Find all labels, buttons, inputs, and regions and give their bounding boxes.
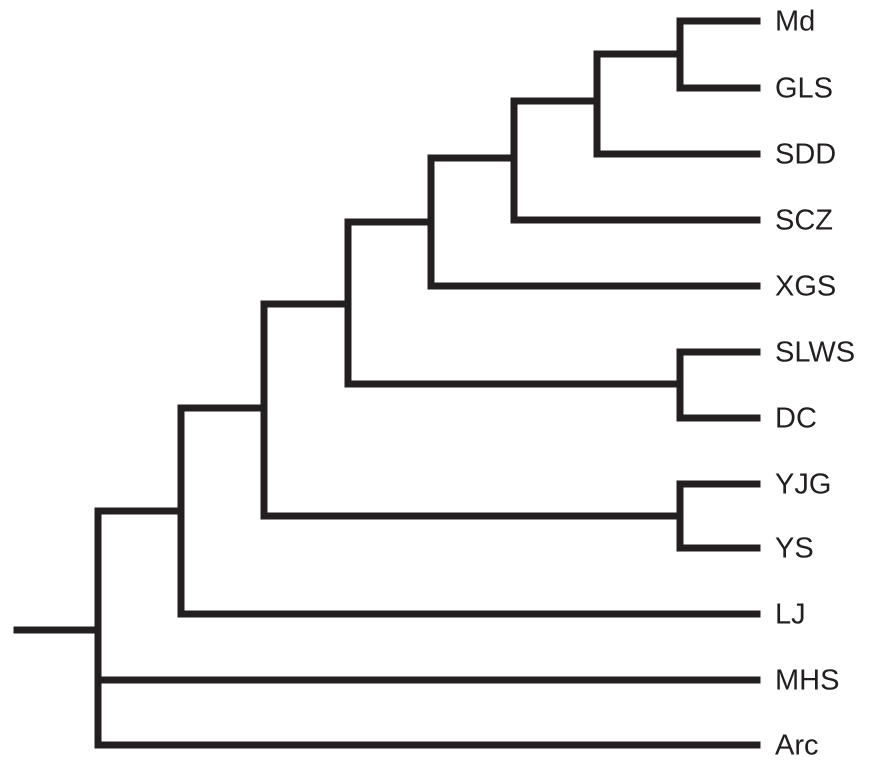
taxon-label-gls: GLS bbox=[775, 73, 833, 105]
taxon-label-slws: SLWS bbox=[775, 337, 855, 369]
taxon-label-ys: YS bbox=[775, 533, 814, 565]
taxon-label-scz: SCZ bbox=[775, 205, 833, 237]
taxon-label-yjg: YJG bbox=[775, 469, 831, 501]
taxon-label-xgs: XGS bbox=[775, 271, 836, 303]
taxon-label-dc: DC bbox=[775, 403, 817, 435]
taxon-label-sdd: SDD bbox=[775, 139, 836, 171]
taxon-labels: Md GLS SDD SCZ XGS SLWS DC YJG YS LJ MHS… bbox=[775, 6, 855, 762]
taxon-label-lj: LJ bbox=[775, 599, 806, 631]
taxon-label-md: Md bbox=[775, 6, 815, 38]
tree-branches bbox=[13, 17, 761, 749]
taxon-label-mhs: MHS bbox=[775, 665, 839, 697]
taxon-label-arc: Arc bbox=[775, 730, 819, 762]
